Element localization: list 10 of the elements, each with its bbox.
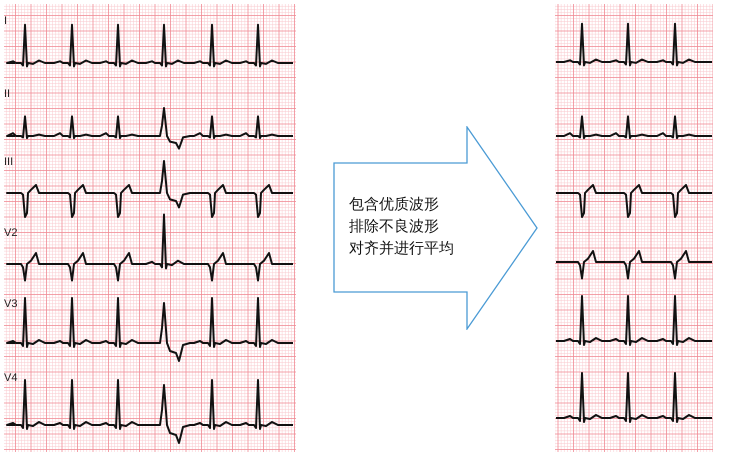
block-arrow <box>333 126 539 330</box>
lead-label: V4 <box>4 372 18 384</box>
lead-label: I <box>4 15 8 27</box>
step-text: 对齐并进行平均 <box>349 239 454 257</box>
lead-label: V2 <box>4 227 18 239</box>
lead-label: II <box>4 88 10 100</box>
lead-label: III <box>4 156 14 168</box>
lead-label: V3 <box>4 298 18 310</box>
step-text: 排除不良波形 <box>349 217 439 235</box>
step-text: 包含优质波形 <box>349 195 439 213</box>
